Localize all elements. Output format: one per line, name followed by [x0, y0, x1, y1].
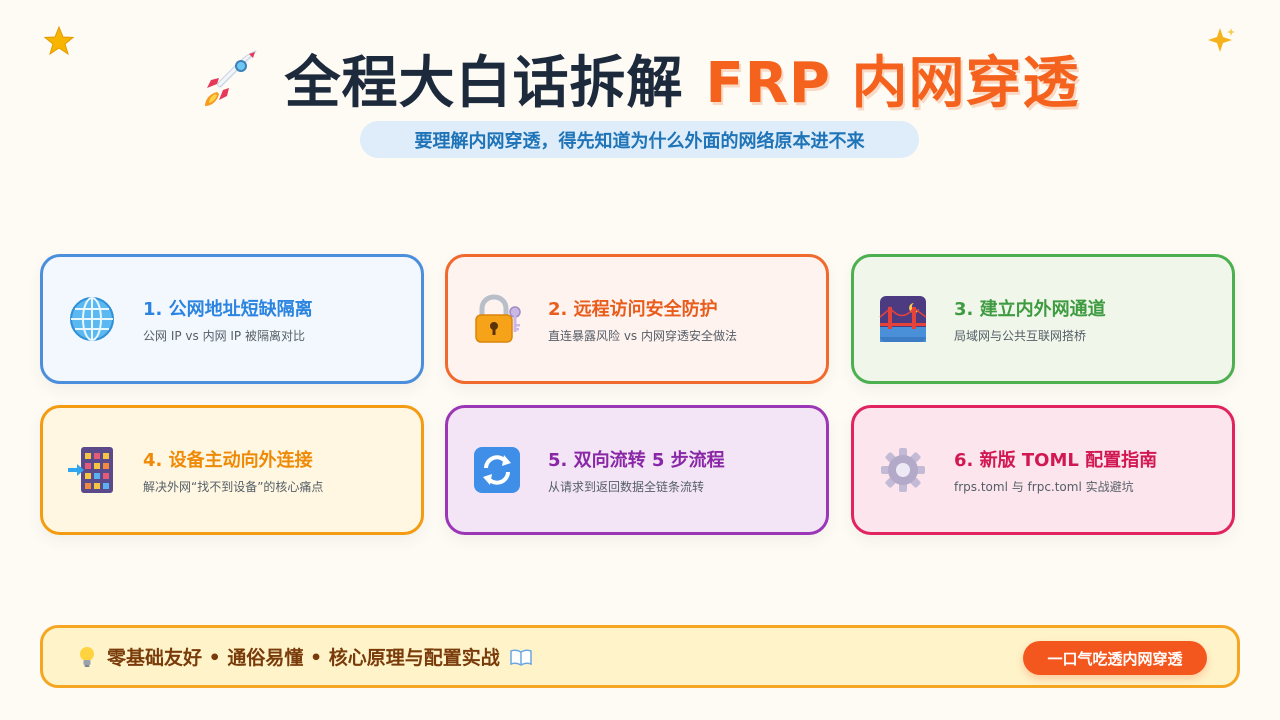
card-description: 公网 IP vs 内网 IP 被隔离对比 — [143, 328, 305, 343]
topic-card-5[interactable]: 5. 双向流转 5 步流程 从请求到返回数据全链条流转 — [445, 405, 829, 535]
page-header: 全程大白话拆解 FRP 内网穿透 — [0, 42, 1280, 116]
lock-key-icon — [472, 294, 522, 344]
star-icon — [43, 25, 75, 61]
card-title: 2. 远程访问安全防护 — [548, 298, 718, 320]
bridge-night-icon — [878, 294, 928, 344]
open-book-icon — [510, 648, 532, 666]
card-title: 3. 建立内外网通道 — [954, 298, 1106, 320]
topic-card-2[interactable]: 2. 远程访问安全防护 直连暴露风险 vs 内网穿透安全做法 — [445, 254, 829, 384]
gear-icon — [878, 445, 928, 495]
device-outbound-icon — [67, 445, 117, 495]
footer-banner: 零基础友好 • 通俗易懂 • 核心原理与配置实战 一口气吃透内网穿透 — [40, 625, 1240, 688]
card-title: 1. 公网地址短缺隔离 — [143, 298, 313, 320]
card-description: 直连暴露风险 vs 内网穿透安全做法 — [548, 328, 737, 343]
cycle-arrows-icon — [472, 445, 522, 495]
page-title: 全程大白话拆解 — [284, 50, 684, 116]
card-description: 局域网与公共互联网搭桥 — [954, 328, 1087, 343]
banner-text: 零基础友好 • 通俗易懂 • 核心原理与配置实战 — [107, 647, 500, 669]
topic-card-1[interactable]: 1. 公网地址短缺隔离 公网 IP vs 内网 IP 被隔离对比 — [40, 254, 424, 384]
page-title-accent: FRP 内网穿透 — [705, 50, 1080, 116]
cta-button[interactable]: 一口气吃透内网穿透 — [1023, 641, 1207, 675]
lightbulb-icon — [77, 646, 97, 668]
topic-card-4[interactable]: 4. 设备主动向外连接 解决外网“找不到设备”的核心痛点 — [40, 405, 424, 535]
card-title: 4. 设备主动向外连接 — [143, 449, 313, 471]
page-subtitle: 要理解内网穿透，得先知道为什么外面的网络原本进不来 — [360, 121, 919, 158]
globe-icon — [67, 294, 117, 344]
card-description: 解决外网“找不到设备”的核心痛点 — [143, 479, 324, 494]
card-title: 6. 新版 TOML 配置指南 — [954, 449, 1158, 471]
topic-card-3[interactable]: 3. 建立内外网通道 局域网与公共互联网搭桥 — [851, 254, 1235, 384]
card-title: 5. 双向流转 5 步流程 — [548, 449, 725, 471]
topic-card-6[interactable]: 6. 新版 TOML 配置指南 frps.toml 与 frpc.toml 实战… — [851, 405, 1235, 535]
card-description: frps.toml 与 frpc.toml 实战避坑 — [954, 479, 1134, 494]
sparkles-icon — [1206, 26, 1236, 60]
rocket-icon — [201, 48, 259, 108]
card-description: 从请求到返回数据全链条流转 — [548, 479, 705, 494]
